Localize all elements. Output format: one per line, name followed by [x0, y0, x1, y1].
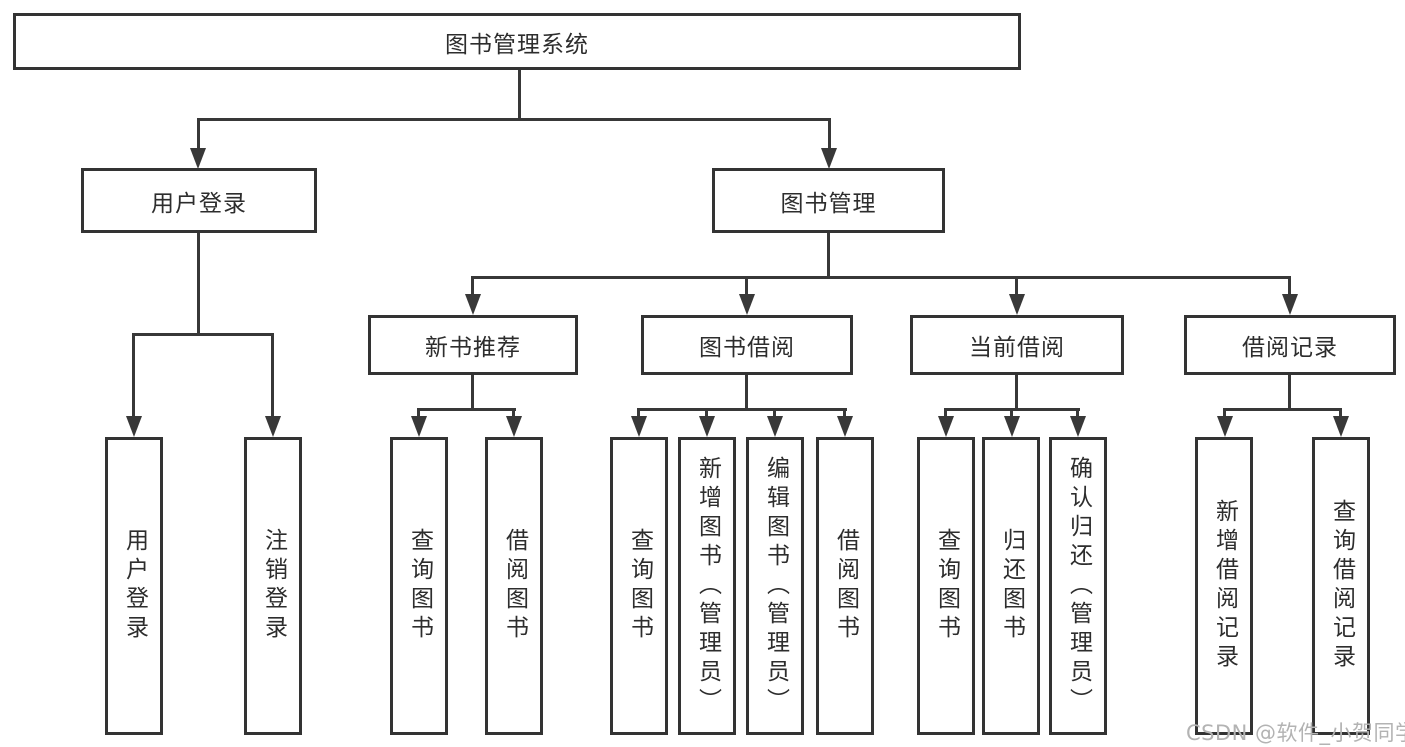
node-book-borrowing: 图书借阅: [641, 315, 853, 375]
connector-line: [944, 408, 947, 418]
arrowhead-icon: [265, 416, 281, 437]
node-label: 图书管理系统: [445, 31, 589, 58]
leaf-return-books: 归还图书: [982, 437, 1040, 735]
leaf-add-books-admin: 新增图书（管理员）: [678, 437, 736, 735]
arrowhead-icon: [739, 294, 755, 315]
connector-line: [745, 276, 748, 294]
leaf-label: 查询借阅记录: [1328, 499, 1355, 673]
arrowhead-icon: [1009, 294, 1025, 315]
node-label: 新书推荐: [425, 335, 521, 361]
leaf-user-login: 用户登录: [105, 437, 163, 735]
connector-line: [1288, 276, 1291, 294]
leaf-label: 新增图书（管理员）: [694, 455, 721, 717]
arrowhead-icon: [126, 416, 142, 437]
connector-line: [471, 276, 1291, 279]
leaf-label: 查询图书: [626, 528, 653, 644]
connector-line: [637, 408, 640, 418]
connector-line: [1015, 276, 1018, 294]
watermark: CSDN @软件_小贺同学: [1186, 721, 1405, 745]
arrowhead-icon: [506, 416, 522, 437]
connector-line: [518, 70, 521, 120]
connector-line: [1076, 408, 1079, 418]
leaf-add-borrow-record: 新增借阅记录: [1195, 437, 1253, 735]
leaf-query-books-borrow: 查询图书: [610, 437, 668, 735]
arrowhead-icon: [411, 416, 427, 437]
node-label: 图书管理: [780, 190, 877, 217]
leaf-label: 借阅图书: [832, 528, 859, 644]
leaf-label: 注销登录: [260, 528, 287, 644]
arrowhead-icon: [837, 416, 853, 437]
connector-line: [828, 118, 831, 148]
connector-line: [197, 118, 200, 148]
node-user-login-module: 用户登录: [81, 168, 317, 233]
node-label: 用户登录: [151, 190, 247, 217]
leaf-query-borrow-record: 查询借阅记录: [1312, 437, 1370, 735]
connector-line: [471, 276, 474, 294]
connector-line: [1288, 375, 1291, 411]
arrowhead-icon: [1333, 416, 1349, 437]
leaf-label: 新增借阅记录: [1211, 499, 1238, 673]
node-borrowing-records: 借阅记录: [1184, 315, 1396, 375]
leaf-label: 用户登录: [121, 528, 148, 644]
connector-line: [271, 333, 274, 416]
arrowhead-icon: [190, 148, 206, 169]
arrowhead-icon: [1217, 416, 1233, 437]
leaf-borrow-books-recommend: 借阅图书: [485, 437, 543, 735]
leaf-borrow-books: 借阅图书: [816, 437, 874, 735]
connector-line: [512, 408, 515, 418]
connector-line: [1339, 408, 1342, 418]
node-label: 借阅记录: [1242, 335, 1338, 361]
arrowhead-icon: [631, 416, 647, 437]
leaf-query-books-recommend: 查询图书: [390, 437, 448, 735]
connector-line: [827, 233, 830, 279]
connector-line: [417, 408, 420, 418]
arrowhead-icon: [1282, 294, 1298, 315]
connector-line: [132, 333, 274, 336]
leaf-query-books-current: 查询图书: [917, 437, 975, 735]
connector-line: [1010, 408, 1013, 418]
leaf-label: 查询图书: [933, 528, 960, 644]
connector-line: [745, 375, 748, 411]
node-library-management-system: 图书管理系统: [13, 13, 1021, 70]
leaf-logout: 注销登录: [244, 437, 302, 735]
connector-line: [471, 375, 474, 411]
leaf-label: 借阅图书: [501, 528, 528, 644]
arrowhead-icon: [938, 416, 954, 437]
connector-line: [197, 233, 200, 336]
node-label: 当前借阅: [969, 335, 1065, 361]
leaf-edit-books-admin: 编辑图书（管理员）: [746, 437, 804, 735]
leaf-label: 编辑图书（管理员）: [762, 455, 789, 717]
arrowhead-icon: [699, 416, 715, 437]
arrowhead-icon: [767, 416, 783, 437]
connector-line: [705, 408, 708, 418]
connector-line: [843, 408, 846, 418]
leaf-label: 归还图书: [998, 528, 1025, 644]
arrowhead-icon: [821, 148, 837, 169]
connector-line: [1223, 408, 1342, 411]
node-new-book-recommend: 新书推荐: [368, 315, 578, 375]
node-book-management-module: 图书管理: [712, 168, 945, 233]
node-current-borrowing: 当前借阅: [910, 315, 1124, 375]
connector-line: [637, 408, 847, 411]
connector-line: [1223, 408, 1226, 418]
connector-line: [197, 118, 831, 121]
node-label: 图书借阅: [699, 335, 795, 361]
arrowhead-icon: [465, 294, 481, 315]
arrowhead-icon: [1070, 416, 1086, 437]
connector-line: [773, 408, 776, 418]
leaf-label: 确认归还（管理员）: [1065, 455, 1092, 717]
connector-line: [417, 408, 516, 411]
leaf-confirm-return-admin: 确认归还（管理员）: [1049, 437, 1107, 735]
connector-line: [1015, 375, 1018, 411]
connector-line: [132, 333, 135, 416]
arrowhead-icon: [1004, 416, 1020, 437]
leaf-label: 查询图书: [406, 528, 433, 644]
